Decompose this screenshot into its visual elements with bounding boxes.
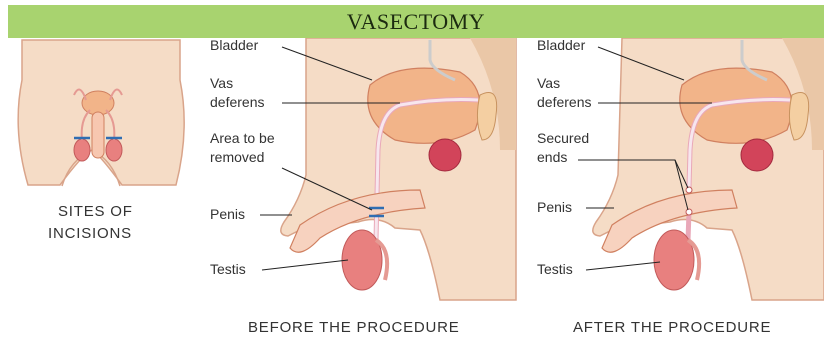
before-label-penis: Penis: [210, 205, 245, 224]
prostate: [429, 139, 461, 171]
sites-caption-line2: INCISIONS: [48, 224, 132, 244]
after-label-bladder: Bladder: [537, 36, 585, 55]
body-outline-illustration: [18, 40, 184, 186]
after-label-penis: Penis: [537, 198, 572, 217]
before-caption: BEFORE THE PROCEDURE: [248, 318, 460, 338]
sites-caption-line1: SITES OF: [58, 202, 133, 222]
after-anatomy-illustration: [578, 38, 824, 300]
title-banner: VASECTOMY: [8, 5, 824, 38]
after-caption: AFTER THE PROCEDURE: [573, 318, 771, 338]
after-label-secured-ends: Secured ends: [537, 129, 589, 167]
before-label-bladder: Bladder: [210, 36, 258, 55]
before-anatomy-illustration: [260, 38, 516, 300]
after-label-testis: Testis: [537, 260, 573, 279]
secured-end-upper: [686, 187, 692, 193]
secured-end-lower: [686, 209, 692, 215]
before-label-testis: Testis: [210, 260, 246, 279]
after-label-vas-deferens: Vas deferens: [537, 74, 591, 112]
before-label-vas-deferens: Vas deferens: [210, 74, 264, 112]
page-title: VASECTOMY: [347, 9, 485, 35]
before-label-area-removed: Area to be removed: [210, 129, 275, 167]
